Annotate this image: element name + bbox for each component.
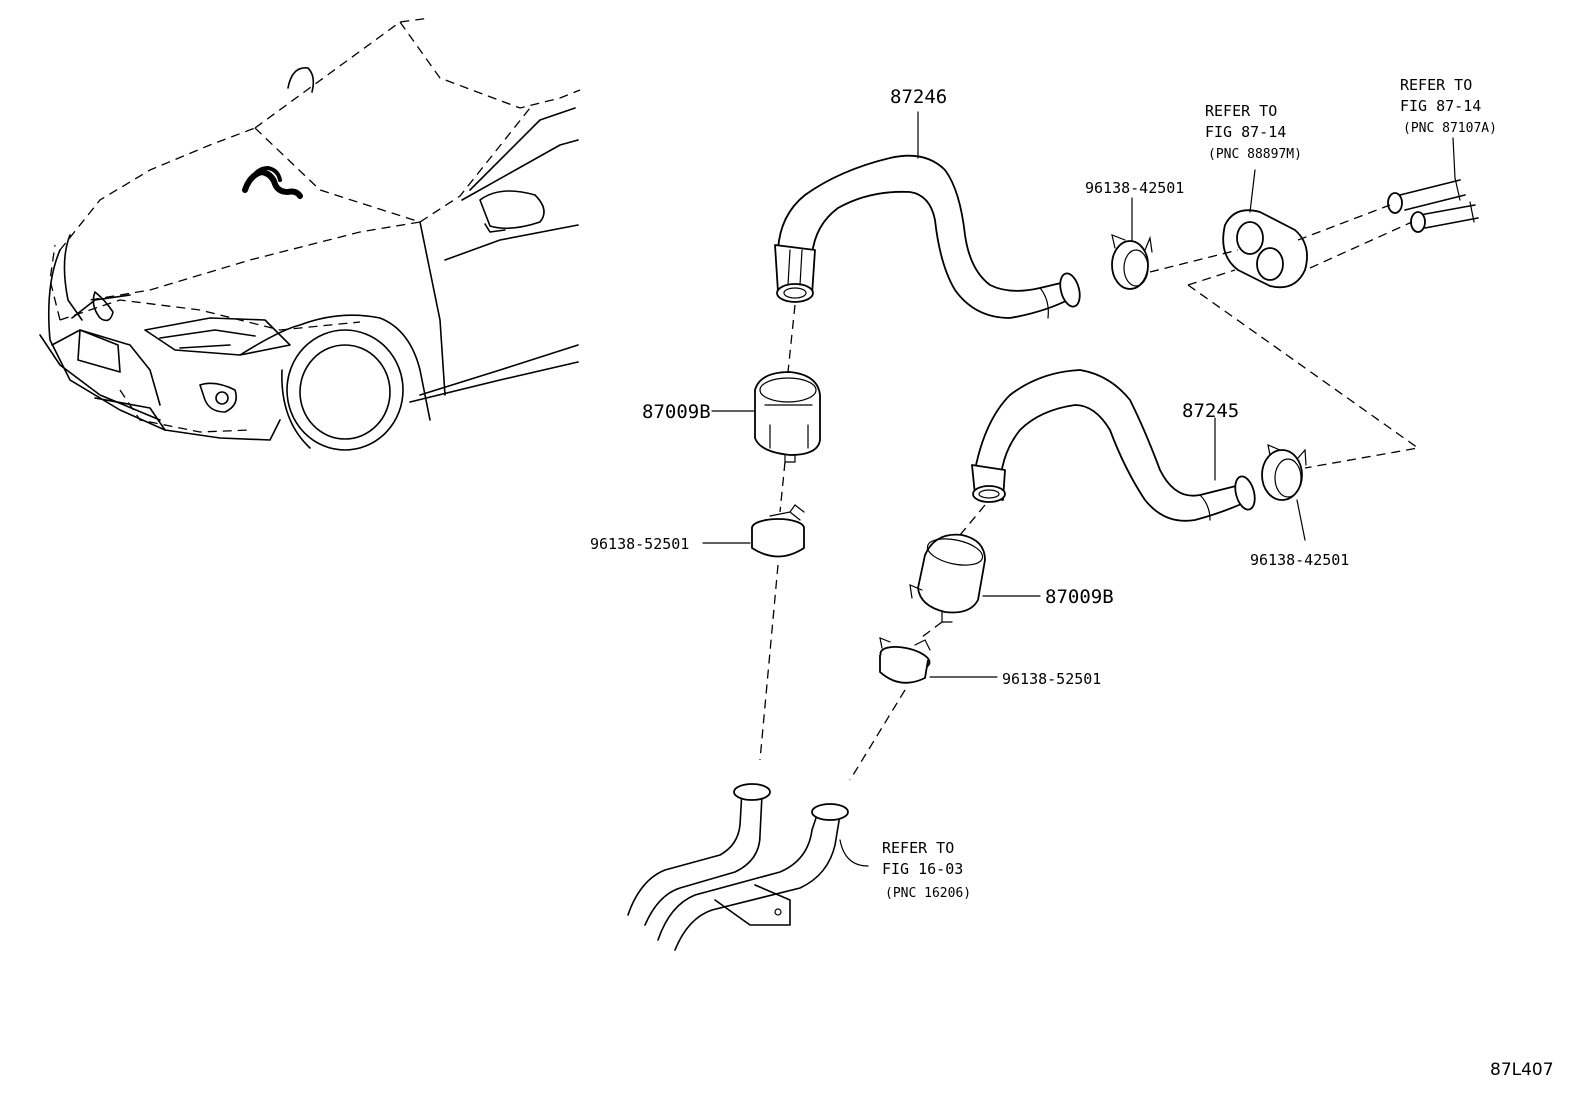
car-illustration xyxy=(39,17,581,451)
clamp-96138-42501-lower xyxy=(1261,444,1307,501)
grommet-88897M xyxy=(1222,209,1308,289)
heater-pipes-87107A xyxy=(1387,177,1479,233)
clamp-96138-52501-lower-right xyxy=(879,637,931,684)
refer-pipes-line3: (PNC 87107A) xyxy=(1403,121,1497,136)
label-87245: 87245 xyxy=(1182,400,1239,422)
refer-note-heater: REFER TO FIG 16-03 (PNC 16206) xyxy=(882,839,971,901)
label-87246: 87246 xyxy=(890,86,947,108)
label-96138-52501-lower-right: 96138-52501 xyxy=(1002,670,1101,688)
label-96138-42501-lower: 96138-42501 xyxy=(1250,551,1349,569)
clip-87009B-upper-left xyxy=(754,371,821,463)
clamp-96138-42501-upper xyxy=(1111,234,1153,290)
label-87009B-lower-right: 87009B xyxy=(1045,586,1114,608)
assembly-lines xyxy=(759,204,1420,781)
refer-heater-line2: FIG 16-03 xyxy=(882,860,963,878)
refer-heater-line1: REFER TO xyxy=(882,839,954,857)
label-96138-42501-upper: 96138-42501 xyxy=(1085,179,1184,197)
heater-core-pipes-16206 xyxy=(627,783,849,951)
refer-grommet-line2: FIG 87-14 xyxy=(1205,123,1286,141)
refer-grommet-line1: REFER TO xyxy=(1205,102,1277,120)
label-87009B-upper-left: 87009B xyxy=(642,401,711,423)
refer-heater-line3: (PNC 16206) xyxy=(885,886,971,901)
refer-note-pipes: REFER TO FIG 87-14 (PNC 87107A) xyxy=(1400,76,1497,136)
refer-pipes-line2: FIG 87-14 xyxy=(1400,97,1481,115)
hose-87246 xyxy=(774,154,1081,319)
clip-87009B-lower-right xyxy=(909,533,986,623)
leader-lines xyxy=(702,111,1456,867)
clamp-96138-52501-upper-left xyxy=(751,504,805,558)
refer-note-grommet: REFER TO FIG 87-14 (PNC 88897M) xyxy=(1205,102,1302,162)
refer-pipes-line1: REFER TO xyxy=(1400,76,1472,94)
refer-grommet-line3: (PNC 88897M) xyxy=(1208,147,1302,162)
diagram-code: 87L407 xyxy=(1490,1060,1554,1080)
label-96138-52501-upper-left: 96138-52501 xyxy=(590,535,689,553)
hose-87245 xyxy=(971,369,1256,522)
